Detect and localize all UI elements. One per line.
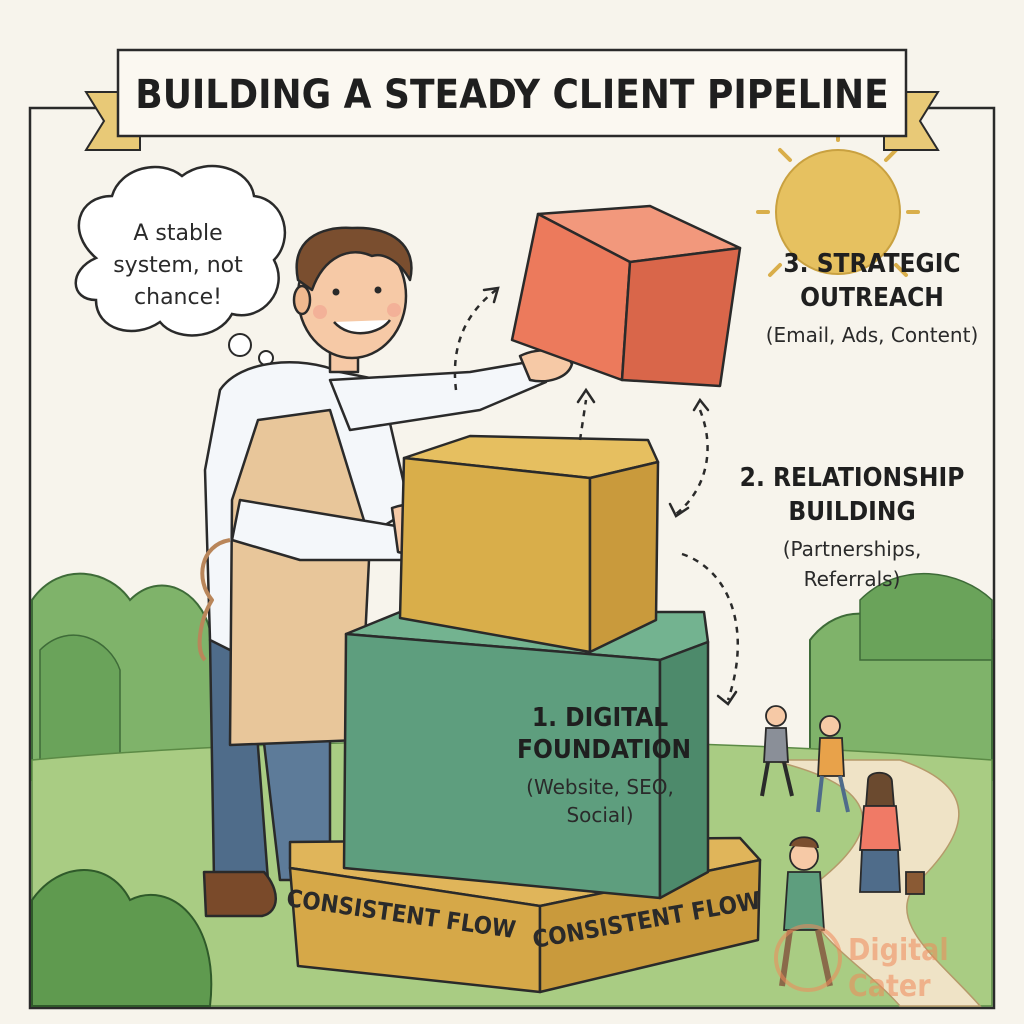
thought-line-3: chance! xyxy=(134,285,222,310)
dashed-arrows xyxy=(453,289,740,701)
block-outreach xyxy=(510,204,742,388)
background-trees-left xyxy=(31,572,254,781)
foundation-line-3: (Website, SEO, xyxy=(526,775,674,799)
thought-line-2: system, not xyxy=(113,253,243,278)
arrowheads xyxy=(482,286,738,706)
relationship-line-1: 2. RELATIONSHIP xyxy=(740,463,965,493)
outreach-line-1: 3. STRATEGIC xyxy=(783,249,960,279)
thought-line-1: A stable xyxy=(133,221,222,246)
walking-people xyxy=(760,705,925,987)
watermark-logo: Digital Cater xyxy=(774,924,949,1004)
outreach-line-3: (Email, Ads, Content) xyxy=(766,323,979,347)
title-banner: BUILDING A STEADY CLIENT PIPELINE xyxy=(84,48,940,151)
sun-icon xyxy=(756,128,920,277)
title-text: BUILDING A STEADY CLIENT PIPELINE xyxy=(135,72,888,118)
watermark-line-1: Digital xyxy=(848,933,949,968)
block-relationship xyxy=(398,434,660,654)
watermark-line-2: Cater xyxy=(848,969,931,1004)
relationship-line-4: Referrals) xyxy=(804,567,901,591)
foundation-line-4: Social) xyxy=(566,803,633,827)
relationship-line-2: BUILDING xyxy=(788,497,915,527)
foundation-line-2: FOUNDATION xyxy=(517,735,691,765)
foundation-line-1: 1. DIGITAL xyxy=(532,703,668,733)
outreach-line-2: OUTREACH xyxy=(800,283,944,313)
relationship-line-3: (Partnerships, xyxy=(783,537,922,561)
thought-bubble: A stable system, not chance! xyxy=(74,164,287,366)
background-trees-right xyxy=(809,572,993,781)
man-figure xyxy=(197,226,574,918)
foreground-bush-left xyxy=(31,869,213,1007)
